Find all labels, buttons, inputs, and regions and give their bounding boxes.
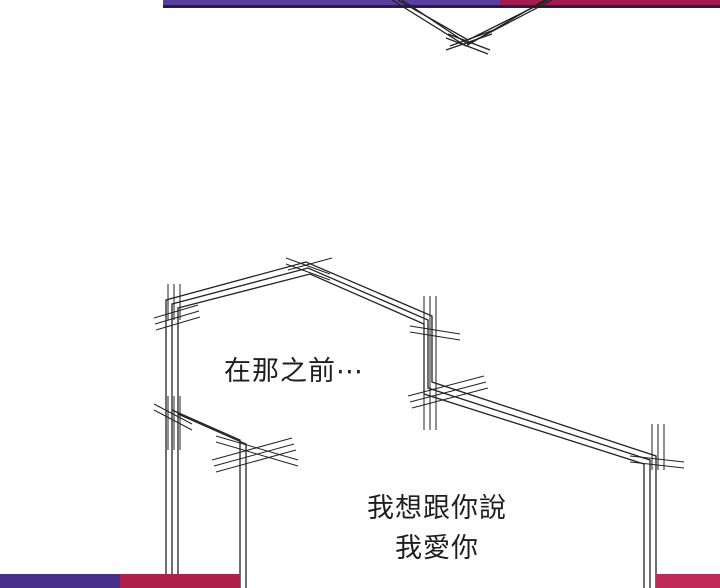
top-art-strip: [163, 0, 720, 8]
top-balloon-tail: [391, 0, 553, 55]
balloon-2-text: 我想跟你說 我愛你: [367, 489, 507, 569]
balloon-2-line-1: 我想跟你說: [367, 493, 507, 524]
balloon-hatch-marks: [153, 257, 685, 473]
jagged-speech-balloon: [165, 261, 657, 588]
balloon-1-text: 在那之前⋯: [224, 356, 364, 387]
balloon-2-line-2: 我愛你: [395, 533, 479, 564]
bottom-art-strip: [0, 574, 720, 588]
